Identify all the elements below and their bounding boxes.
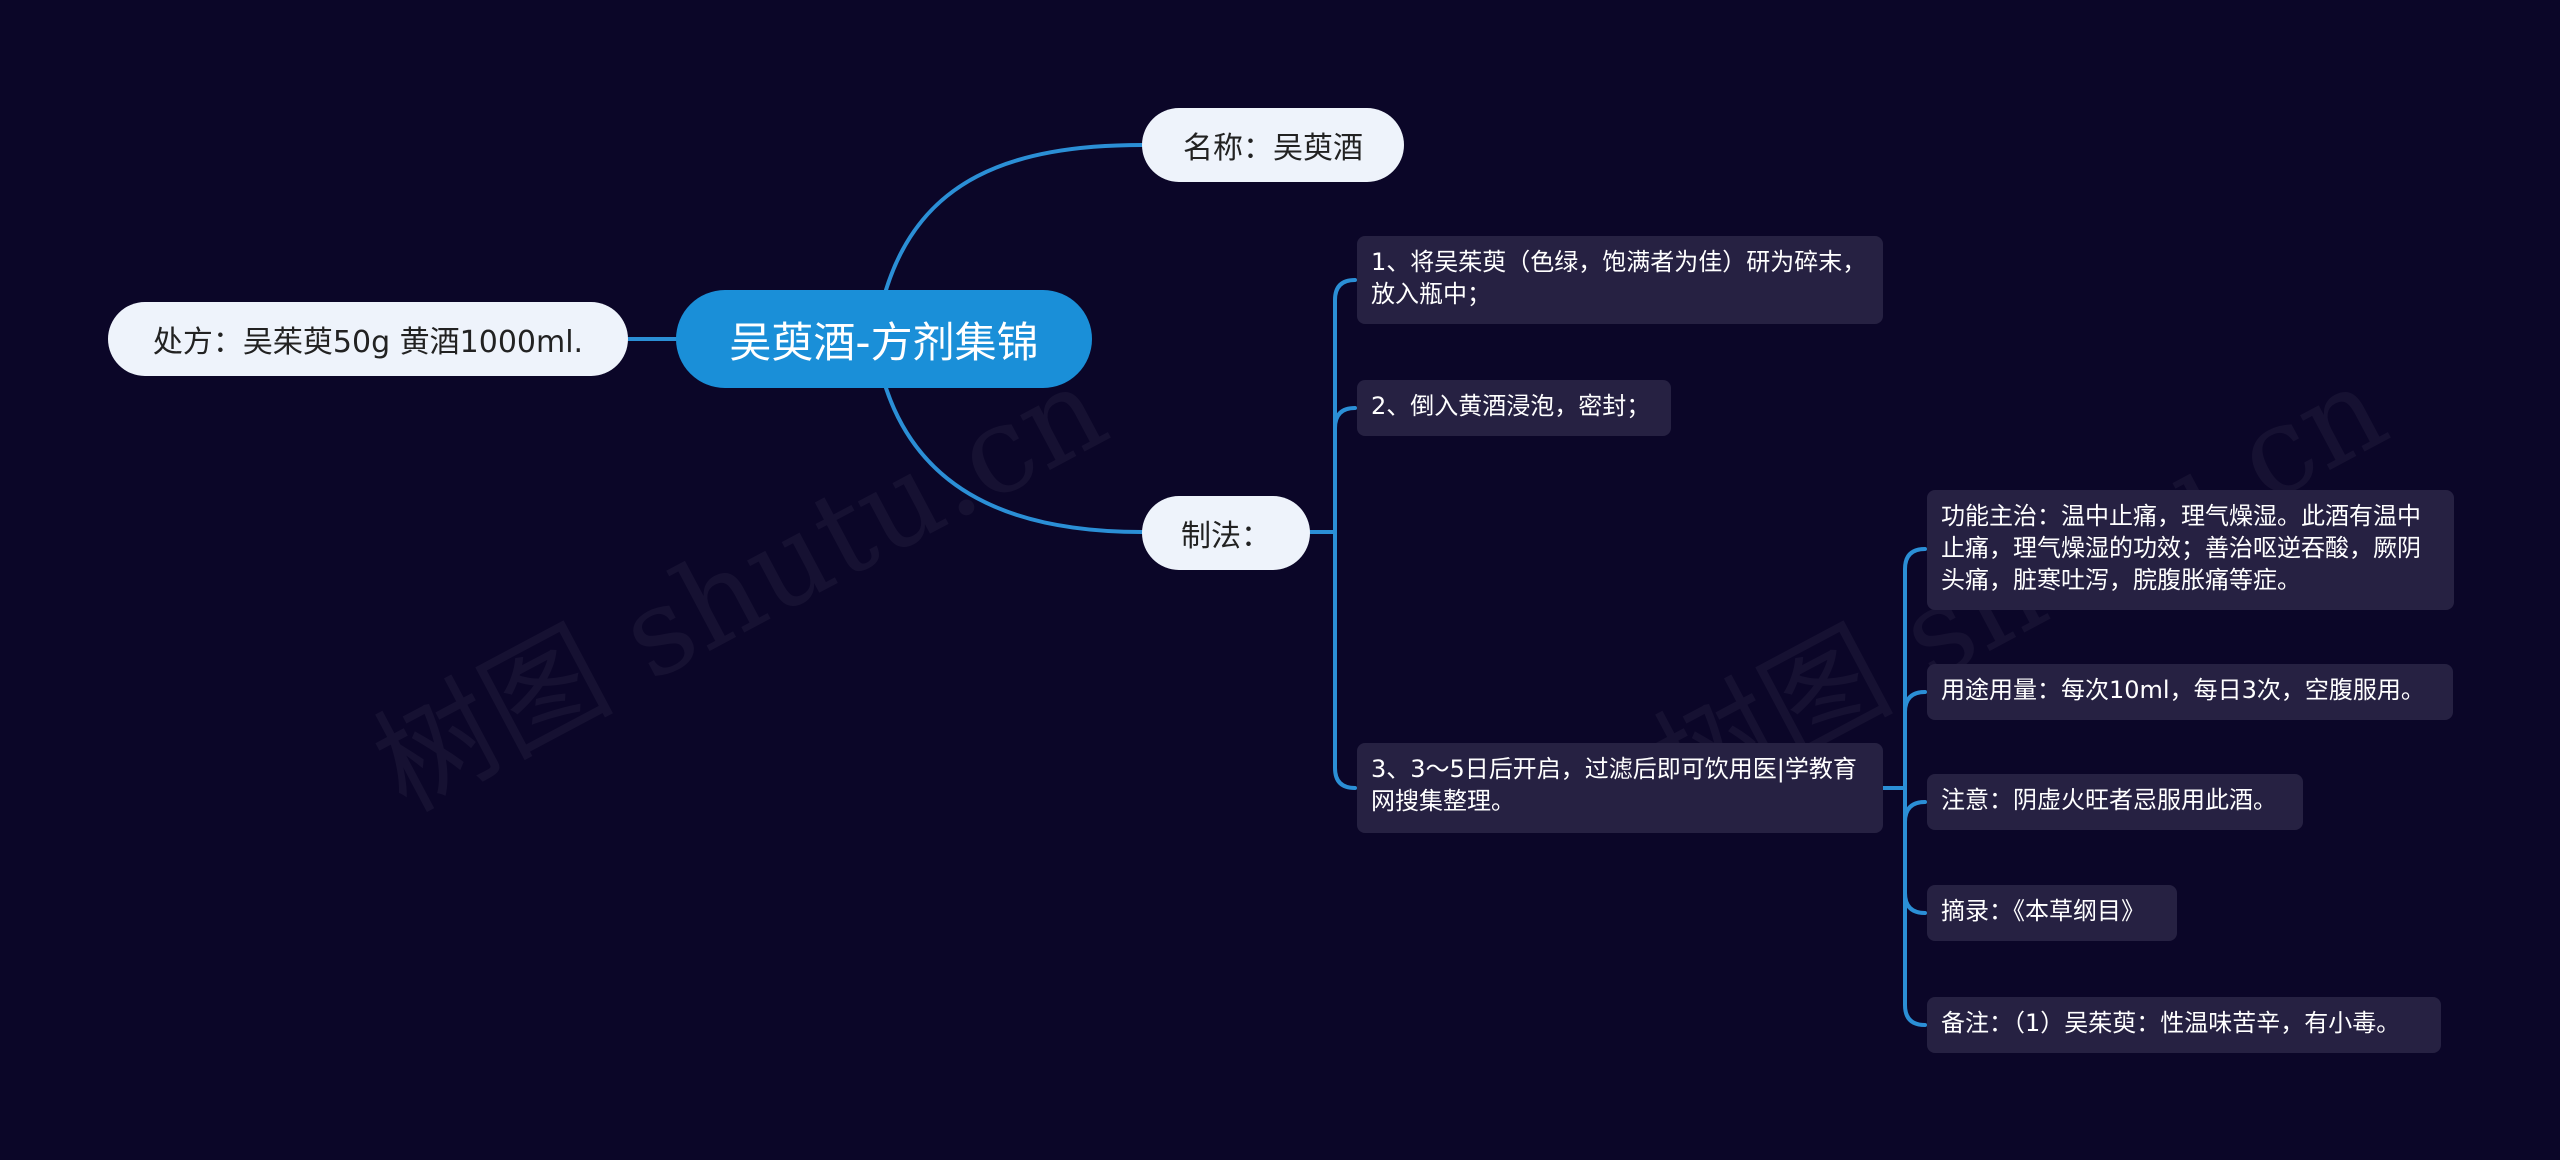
- method-node[interactable]: 制法：: [1142, 496, 1310, 570]
- detail-node-dosage[interactable]: 用途用量：每次10ml，每日3次，空腹服用。: [1927, 664, 2453, 720]
- detail-node-source[interactable]: 摘录：《本草纲目》: [1927, 885, 2177, 941]
- link-detail-3: [1903, 786, 1927, 823]
- name-node[interactable]: 名称：吴萸酒: [1142, 108, 1404, 182]
- detail-node-caution[interactable]: 注意：阴虚火旺者忌服用此酒。: [1927, 774, 2303, 830]
- detail-node-note[interactable]: 备注：（1）吴茱萸：性温味苦辛，有小毒。: [1927, 997, 2441, 1053]
- step-node-1[interactable]: 1、将吴茱萸（色绿，饱满者为佳）研为碎末，放入瓶中；: [1357, 236, 1883, 324]
- link-detail-2: [1903, 690, 1927, 790]
- link-root-name: [884, 143, 1144, 292]
- root-node[interactable]: 吴萸酒-方剂集锦: [676, 290, 1092, 388]
- link-step-2: [1333, 406, 1357, 534]
- step-node-3[interactable]: 3、3～5日后开启，过滤后即可饮用医|学教育网搜集整理。: [1357, 743, 1883, 833]
- step-node-2[interactable]: 2、倒入黄酒浸泡，密封；: [1357, 380, 1671, 436]
- link-root-method: [884, 386, 1144, 534]
- link-detail-5: [1903, 786, 1927, 1027]
- link-step-3: [1333, 530, 1357, 790]
- detail-node-function[interactable]: 功能主治：温中止痛，理气燥湿。此酒有温中止痛，理气燥湿的功效；善治呕逆吞酸，厥阴…: [1927, 490, 2454, 610]
- prescription-node[interactable]: 处方：吴茱萸50g 黄酒1000ml.: [108, 302, 628, 376]
- link-step-1: [1333, 278, 1357, 534]
- link-detail-1: [1903, 547, 1927, 790]
